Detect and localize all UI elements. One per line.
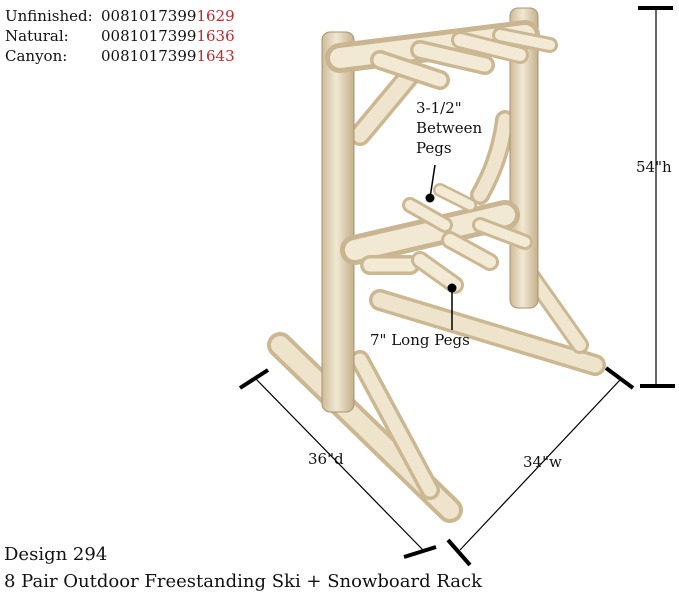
sku-number: 00810173991636 — [101, 27, 235, 45]
dimension-lines — [238, 6, 675, 567]
height-label: 54"h — [636, 158, 672, 176]
sku-label: Natural: — [5, 27, 69, 45]
sku-number: 00810173991629 — [101, 7, 235, 25]
sku-label: Unfinished: — [5, 7, 93, 25]
design-number: Design 294 — [4, 544, 108, 565]
peg-length-callout: 7" Long Pegs — [370, 331, 470, 349]
rack-frame — [267, 7, 606, 523]
callout-markers — [425, 164, 457, 330]
depth-label: 36"d — [308, 450, 344, 468]
width-label: 34"w — [523, 453, 562, 471]
peg-spacing-callout: 3-1/2" Between Pegs — [416, 99, 483, 157]
product-title: 8 Pair Outdoor Freestanding Ski + Snowbo… — [4, 571, 483, 592]
sku-label: Canyon: — [5, 47, 68, 65]
sku-number: 00810173991643 — [101, 47, 235, 65]
